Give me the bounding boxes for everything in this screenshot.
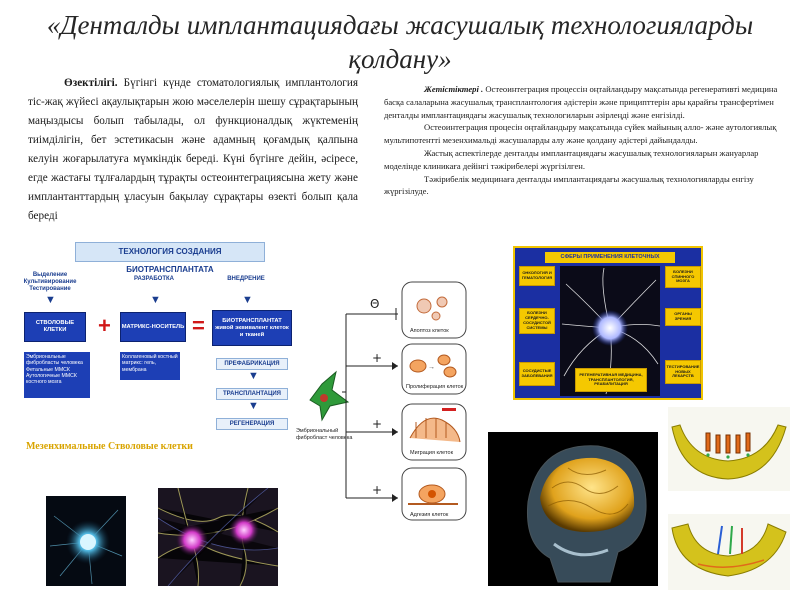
sphere-poster: СФЕРЫ ПРИМЕНЕНИЯ КЛЕТОЧНЫХ ТЕХНОЛОГИЙ ОН…: [513, 246, 703, 400]
stem-cell-sources: Эмбриональные фибробласты человека Фетал…: [24, 352, 90, 398]
jaw-implants-bottom-image: [671, 523, 787, 577]
scheme-col3-label: ВНЕДРЕНИЕ: [227, 276, 265, 282]
migration-label: Миграция клеток: [410, 450, 454, 456]
transplantation-step: ТРАНСПЛАНТАЦИЯ: [216, 388, 288, 400]
regeneration-step: РЕГЕНЕРАЦИЯ: [216, 418, 288, 430]
fibroblast-label-line2: фибробласт человека: [296, 435, 353, 441]
sphere-poster-title: СФЕРЫ ПРИМЕНЕНИЯ КЛЕТОЧНЫХ ТЕХНОЛОГИЙ: [545, 252, 675, 271]
stem-cells-box: СТВОЛОВЫЕ КЛЕТКИ: [24, 312, 86, 342]
relevance-paragraph: Өзектілігі. Бүгінгі күнде стоматологиялы…: [28, 74, 358, 226]
prefabrication-step: ПРЕФАБРИКАЦИЯ: [216, 358, 288, 370]
msc-caption: Мезенхимальные Стволовые клетки: [26, 441, 193, 452]
jaw-implants-top-photo: [668, 407, 790, 491]
sign-migration: +: [372, 417, 382, 431]
sign-proliferation: +: [372, 351, 382, 365]
biotransplant-scheme: ТЕХНОЛОГИЯ СОЗДАНИЯ БИОТРАНСПЛАНТАТА Выд…: [20, 242, 310, 442]
jaw-implants-top-image: [671, 424, 787, 480]
equals-sign: =: [192, 313, 205, 338]
sign-adhesion: +: [372, 483, 382, 497]
scheme-col2-label: РАЗРАБОТКА: [133, 276, 174, 282]
relevance-body: Бүгінгі күнде стоматологиялық имплантоло…: [28, 77, 359, 222]
biotransplant-box: БИОТРАНСПЛАНТАТ живой эквивалент клеток …: [212, 310, 292, 346]
proliferation-arrow-icon: →: [428, 363, 435, 371]
achievements-paragraph-4: Тәжірибелік медицинаға денталды импланта…: [384, 173, 754, 197]
achievements-heading: Жетістіктері .: [424, 84, 484, 94]
arrow-down-icon: ▼: [150, 294, 161, 306]
skull-brain-image: [526, 445, 647, 583]
relevance-heading: Өзектілігі.: [64, 77, 118, 89]
sphere-tile-oncology: ОНКОЛОГИЯ И ГЕМАТОЛОГИЯ: [519, 266, 555, 286]
achievements-paragraph-1: Жетістіктері . Остеоинтеграция процессін…: [384, 83, 780, 121]
apoptosis-label: Апоптоз клеток: [410, 328, 449, 334]
migration-panel: Миграция клеток: [401, 403, 467, 461]
apoptosis-panel: Апоптоз клеток: [401, 281, 467, 339]
sphere-tile-cardio: БОЛЕЗНИ СЕРДЕЧНО-СОСУДИСТОЙ СИСТЕМЫ: [519, 308, 555, 334]
stained-cells-image: [158, 488, 278, 586]
sphere-tile-regenerative: РЕГЕНЕРАТИВНАЯ МЕДИЦИНА, ТРАНСПЛАНТОЛОГИ…: [575, 368, 647, 392]
fibroblast-label: Эмбриональный фибробласт человека: [296, 427, 353, 441]
proliferation-panel: → Пролиферация клеток: [401, 343, 467, 395]
stem-cell-photo: [46, 496, 126, 586]
sphere-tile-drug-testing: ТЕСТИРОВАНИЕ НОВЫХ ЛЕКАРСТВ: [665, 360, 701, 384]
stained-cells-photo: [158, 488, 278, 586]
scheme-col1-label: Выделение Культивирование Тестирование: [23, 272, 77, 292]
adhesion-label: Адгезия клеток: [410, 512, 449, 518]
achievements-paragraph-2: Остеоинтеграция процесін оңтайландыру ма…: [384, 122, 777, 146]
sphere-tile-vascular: СОСУДИСТЫЕ ЗАБОЛЕВАНИЯ: [519, 362, 555, 386]
arrow-down-icon: ▼: [248, 370, 259, 382]
fibroblast-label-line1: Эмбриональный: [296, 427, 338, 434]
achievements-paragraph-3: Жастық аспектілерде денталды имплантация…: [384, 147, 759, 171]
page-title: «Денталды имплантациядағы жасушалық техн…: [46, 10, 754, 74]
matrix-sources: Коллагеновый костный матрикс: гель, мемб…: [120, 352, 180, 380]
cell-effects-diagram: Эмбриональный фибробласт человека Θ + + …: [296, 281, 467, 521]
sign-apoptosis: Θ: [370, 297, 379, 311]
scheme-title: ТЕХНОЛОГИЯ СОЗДАНИЯ БИОТРАНСПЛАНТАТА: [75, 242, 265, 274]
proliferation-label: Пролиферация клеток: [406, 384, 464, 390]
adhesion-panel: Адгезия клеток: [401, 467, 467, 521]
arrow-down-icon: ▼: [248, 400, 259, 412]
achievements-section: Жетістіктері . Остеоинтеграция процессін…: [384, 83, 780, 198]
fibroblast-cell-icon: [309, 370, 350, 422]
achievements-text-1: Остеоинтеграция процессін оңтайландыру м…: [384, 84, 778, 120]
plus-sign: +: [98, 313, 111, 338]
sphere-tile-spinal: БОЛЕЗНИ СПИННОГО МОЗГА: [665, 266, 701, 288]
stem-cell-image: [49, 509, 123, 585]
skull-xray-photo: [488, 432, 658, 586]
arrow-down-icon: ▼: [242, 294, 253, 306]
arrow-down-icon: ▼: [45, 294, 56, 306]
jaw-implants-bottom-photo: [668, 514, 790, 590]
sphere-tile-vision: ОРГАНЫ ЗРЕНИЯ: [665, 308, 701, 326]
matrix-carrier-box: МАТРИКС-НОСИТЕЛЬ: [120, 312, 186, 342]
